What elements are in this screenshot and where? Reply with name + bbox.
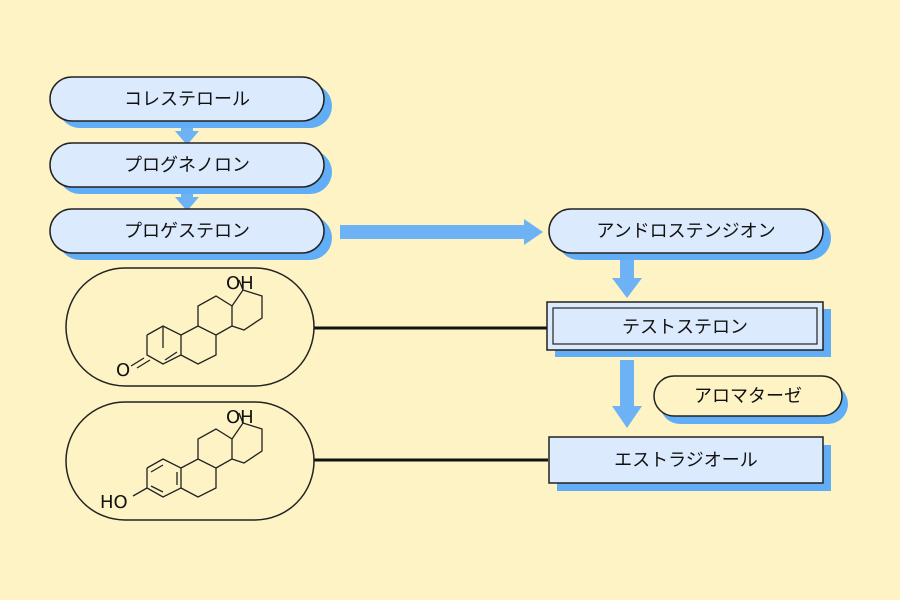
node-aromatase-label: アロマターゼ xyxy=(694,386,802,407)
arrow-androstenedione-testosterone xyxy=(612,258,642,298)
node-pregnenolone: プログネノロン xyxy=(49,142,332,194)
arrow-progesterone-androstenedione xyxy=(340,219,543,245)
testosterone-structure: OH O xyxy=(65,267,315,387)
node-cholesterol: コレステロール xyxy=(49,76,332,128)
testosterone-skeleton xyxy=(130,279,263,369)
node-testosterone-label: テストステロン xyxy=(622,317,748,338)
estradiol-ho-label: HO xyxy=(100,492,128,513)
estradiol-structure: OH HO xyxy=(65,401,315,521)
node-pregnenolone-label: プログネノロン xyxy=(124,155,250,176)
node-estradiol-label: エストラジオール xyxy=(614,450,758,471)
node-progesterone-label: プロゲステロン xyxy=(124,221,250,242)
arrow-testosterone-estradiol xyxy=(612,360,642,428)
node-aromatase: アロマターゼ xyxy=(653,375,848,424)
estradiol-oh-label: OH xyxy=(226,407,254,428)
estradiol-structure-frame xyxy=(65,401,315,521)
testosterone-structure-frame xyxy=(65,267,315,387)
node-cholesterol-label: コレステロール xyxy=(124,89,250,110)
node-androstenedione-label: アンドロステンジオン xyxy=(596,221,775,242)
estradiol-skeleton xyxy=(132,412,263,498)
node-progesterone: プロゲステロン xyxy=(49,208,332,260)
testosterone-o-label: O xyxy=(116,360,130,381)
node-estradiol: エストラジオール xyxy=(548,436,831,491)
node-testosterone: テストステロン xyxy=(546,301,831,357)
testosterone-oh-label: OH xyxy=(226,273,254,294)
node-androstenedione: アンドロステンジオン xyxy=(548,208,831,260)
